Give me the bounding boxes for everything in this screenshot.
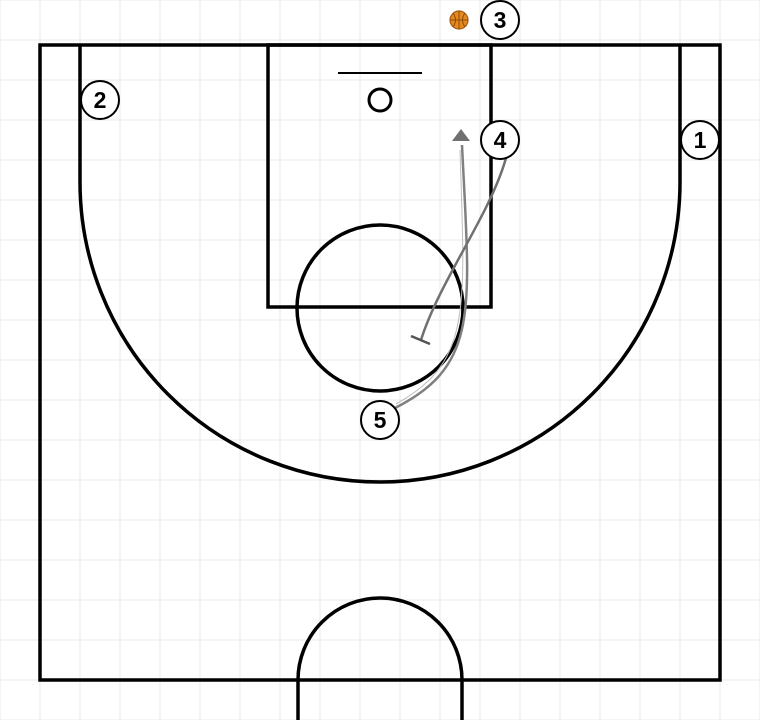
player-label: 2 [94,87,107,113]
screen-path-4 [419,157,508,341]
center-circle [296,596,464,720]
player-label: 3 [494,7,507,33]
play-actions [394,129,508,410]
cut-path-5-inner [395,149,464,405]
player-3[interactable]: 3 [480,0,520,40]
cut-path-5 [394,144,469,410]
arrowhead-icon [452,129,470,141]
players-layer: 1 2 3 4 5 [80,0,720,440]
player-marker [80,80,120,120]
player-marker [480,0,520,40]
half-court [38,43,722,720]
player-1[interactable]: 1 [680,120,720,160]
player-marker [680,120,720,160]
player-marker [360,400,400,440]
player-5[interactable]: 5 [360,400,400,440]
basketball-icon [449,10,469,30]
player-label: 4 [494,127,507,153]
player-2[interactable]: 2 [80,80,120,120]
player-label: 1 [694,127,707,153]
screen-bar-icon [410,334,431,346]
key-paint [266,43,493,309]
player-marker [480,120,520,160]
player-4[interactable]: 4 [480,120,520,160]
player-label: 5 [374,407,387,433]
hoop [367,87,393,113]
three-point-line [78,45,682,484]
free-throw-circle [295,223,465,393]
